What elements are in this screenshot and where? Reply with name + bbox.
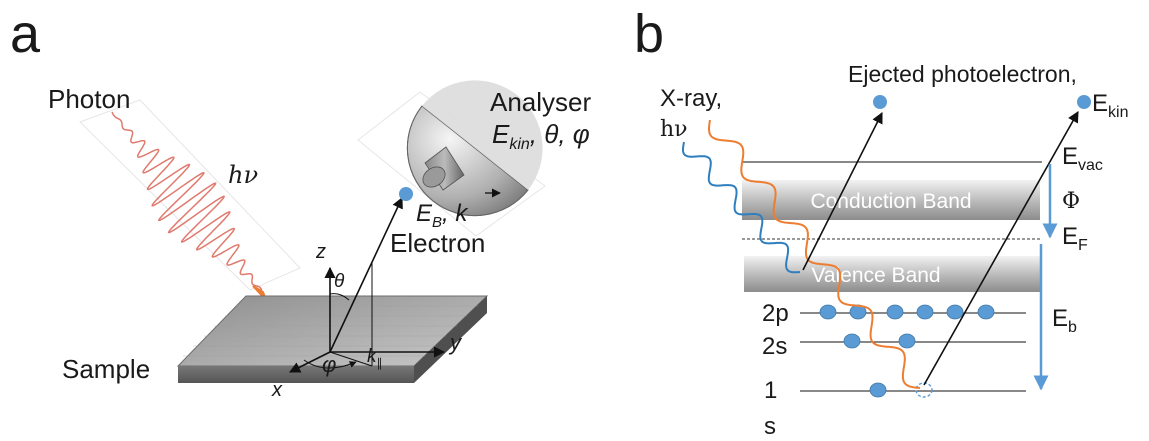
electrons-2p bbox=[819, 304, 995, 320]
xray-wave-orange bbox=[708, 119, 921, 389]
panel-a: a Photon hν Sample bbox=[10, 4, 591, 401]
theta-label: θ bbox=[334, 271, 345, 292]
valence-band bbox=[744, 256, 1040, 292]
phi-arc bbox=[303, 359, 357, 369]
x-axis bbox=[288, 351, 331, 373]
photon-frame bbox=[79, 99, 301, 291]
theta-arc bbox=[329, 293, 350, 301]
ejected-electron-2 bbox=[1077, 95, 1091, 109]
ejected-electron-1 bbox=[873, 95, 887, 109]
electron-dot-a bbox=[399, 187, 413, 201]
kpar-label: k∥ bbox=[367, 346, 383, 370]
panel-a-letter: a bbox=[10, 4, 41, 64]
electrons-1s bbox=[869, 382, 933, 398]
evac-label: Evac bbox=[1062, 143, 1103, 174]
ekin-label: Ekin bbox=[1092, 90, 1128, 121]
photoelectron-path-2 bbox=[923, 111, 1079, 386]
xray-wave-blue bbox=[682, 141, 801, 274]
panel-b: b Ejected photoelectron, X-ray, hν Condu… bbox=[634, 4, 1128, 440]
phi-label: φ bbox=[322, 352, 336, 377]
eb-k-label: EB, k bbox=[416, 200, 469, 231]
panel-b-letter: b bbox=[634, 4, 664, 64]
electrons-2s bbox=[843, 333, 916, 349]
level-1s-label-b: s bbox=[764, 413, 776, 440]
core-hole bbox=[915, 382, 933, 398]
photoelectron-path-1 bbox=[802, 111, 883, 271]
electron-label: Electron bbox=[390, 228, 485, 258]
conduction-band-label: Conduction Band bbox=[810, 190, 971, 213]
axis-x-label: x bbox=[271, 379, 283, 401]
xray-hv-label: hν bbox=[660, 117, 688, 142]
photon-wave bbox=[111, 111, 263, 293]
electron-vector bbox=[329, 196, 403, 353]
analyser-variables: Ekin, θ, φ bbox=[492, 119, 590, 153]
ejected-label: Ejected photoelectron, bbox=[848, 61, 1077, 87]
level-2p-label: 2p bbox=[762, 300, 789, 327]
analyser-label: Analyser bbox=[490, 87, 591, 117]
level-1s-label-a: 1 bbox=[764, 377, 777, 404]
sample-slab bbox=[176, 295, 489, 383]
sample-label: Sample bbox=[62, 354, 150, 384]
conduction-band bbox=[742, 180, 1040, 220]
valence-band-label: Valence Band bbox=[811, 264, 940, 287]
ef-label: EF bbox=[1062, 223, 1088, 254]
projection-kpar bbox=[329, 351, 373, 367]
eb-label: Eb bbox=[1052, 305, 1077, 336]
photon-label: Photon bbox=[48, 84, 130, 114]
analyser bbox=[406, 80, 543, 217]
axis-y-label: y bbox=[448, 330, 463, 355]
axis-z-label: z bbox=[315, 241, 326, 263]
level-2s-label: 2s bbox=[762, 333, 787, 360]
xray-label: X-ray, bbox=[660, 85, 722, 112]
work-function-label: Φ bbox=[1062, 189, 1080, 214]
photon-energy-label: hν bbox=[228, 161, 258, 189]
